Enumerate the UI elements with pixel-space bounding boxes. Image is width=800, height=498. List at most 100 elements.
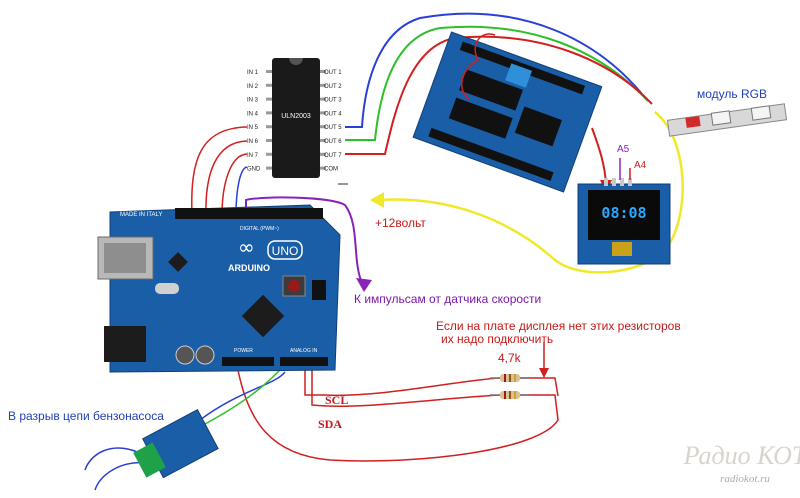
uln-output-label: OUT 4 (324, 111, 342, 117)
resistor-2 (490, 391, 530, 399)
resistor-1 (490, 374, 530, 382)
uln-output-label: OUT 6 (324, 139, 342, 145)
uln-output-pin (320, 166, 326, 170)
usb-chip (168, 252, 188, 272)
made-in-text: MADE IN ITALY (120, 212, 162, 218)
pump-wire-1 (84, 447, 141, 471)
uln-output-label: OUT 3 (324, 98, 342, 104)
uln-output-label: OUT 7 (324, 153, 342, 159)
sensor-terminal (133, 442, 166, 478)
current-sensor (133, 408, 219, 479)
oled-pin-a5: A5 (617, 144, 630, 155)
uln-input-label: GND (247, 167, 261, 173)
pump-wire-2 (94, 461, 149, 491)
resistor-right-wire (237, 369, 559, 462)
sda-wire (311, 370, 501, 407)
purple-arrow-head (356, 278, 372, 292)
analog-label: ANALOG IN (290, 348, 318, 354)
oled-display: 08:08 (577, 178, 671, 265)
arduino-logo-text: ARDUINO (228, 263, 270, 273)
sensor-green-wire (204, 369, 281, 425)
shield-servo-block-3 (514, 106, 562, 147)
watermark-title: Радио КОТ (683, 441, 800, 470)
uln-input-pin (266, 166, 272, 170)
uln-input-label: IN 1 (247, 70, 259, 76)
scl-label: SCL (325, 393, 348, 407)
oled-pins (604, 178, 632, 186)
uln-output-pin (320, 139, 326, 142)
yellow-arrow-head (370, 192, 384, 208)
shield-terminal (505, 63, 533, 88)
arduino-infinity-logo: ∞ (238, 235, 255, 259)
uln2003-chip: ULN2003 (266, 58, 326, 178)
resistors-note-line2: их надо подключить (441, 332, 553, 346)
capacitor-1 (175, 345, 195, 365)
atmega-chip (241, 294, 285, 338)
sensor-blue-wire (199, 371, 286, 421)
uln-input-label: IN 2 (247, 84, 259, 90)
watermark-url: radiokot.ru (720, 473, 770, 485)
uln-output-pin (320, 83, 326, 87)
shield-red-jumper (460, 33, 496, 101)
uln-in7-wire (221, 153, 248, 216)
uln-input-pin (266, 83, 272, 87)
uln-output-pin (320, 111, 326, 115)
digital-label: DIGITAL (PWM~) (240, 226, 279, 232)
uln-input-label: IN 5 (247, 125, 259, 131)
uln-input-pin (266, 152, 272, 156)
arduino-board: ∞ ARDUINO UNO MADE IN ITALY DIGITAL (PWM… (97, 204, 341, 373)
uln-output-pin (320, 152, 326, 156)
shield-servo-block-1 (459, 69, 523, 111)
crystal (155, 283, 179, 294)
uln-output-label: COM (324, 167, 338, 173)
oled-time-text: 08:08 (601, 204, 646, 222)
yellow-wire (379, 111, 684, 274)
uno-text: UNO (272, 244, 299, 258)
fuel-pump-label: В разрыв цепи бензонасоса (8, 409, 164, 423)
power-header (222, 357, 274, 366)
sensor-shield (412, 31, 603, 193)
uln-output-pin (320, 97, 326, 101)
uln-in6-wire (205, 140, 248, 216)
uln-input-label: IN 3 (247, 98, 259, 104)
icsp-header (312, 280, 326, 300)
rgb-module-label: модуль RGB (697, 87, 767, 101)
green-wire (345, 25, 649, 141)
power-jack (104, 326, 146, 362)
uln-output-label: OUT 1 (324, 70, 342, 76)
uln-output-label: OUT 2 (324, 84, 342, 90)
oled-pin-a4: A4 (634, 160, 647, 171)
uln-left-pins (266, 70, 272, 170)
power-label: POWER (234, 348, 253, 354)
digital-header (175, 208, 323, 219)
rgb-module (666, 103, 788, 137)
resistor-value-label: 4,7k (498, 351, 522, 365)
shield-header-bottom (428, 127, 554, 181)
uln-output-labels: OUT 1 OUT 2 OUT 3 OUT 4 OUT 5 OUT 6 OUT 7 COM (324, 70, 342, 173)
uln-input-pin (266, 70, 272, 73)
uln-input-label: IN 4 (247, 111, 259, 117)
uln-chip-label: ULN2003 (281, 113, 311, 120)
sda-label: SDA (318, 417, 342, 431)
analog-header (280, 357, 328, 366)
uln-right-pins (320, 70, 326, 170)
uln-input-pin (266, 111, 272, 115)
red-wire-oled (591, 127, 607, 186)
uln-input-pin (266, 139, 272, 142)
uln-output-label: OUT 5 (324, 125, 342, 131)
blue-wire (345, 12, 646, 128)
uln-input-pin (266, 125, 272, 129)
scl-wire (304, 370, 501, 397)
uln-in5-wire (191, 126, 248, 216)
uln-input-labels: IN 1 IN 2 IN 3 IN 4 IN 5 IN 6 IN 7 GND (247, 70, 261, 173)
shield-servo-block-2 (448, 97, 513, 139)
speed-sensor-label: К импульсам от датчика скорости (354, 292, 541, 306)
uln-input-label: IN 6 (247, 139, 259, 145)
uln-input-pin (266, 97, 272, 101)
plus12-label: +12вольт (375, 216, 426, 230)
uln-input-label: IN 7 (247, 153, 259, 159)
uln-output-pin (320, 125, 326, 129)
purple-wire (245, 196, 363, 284)
